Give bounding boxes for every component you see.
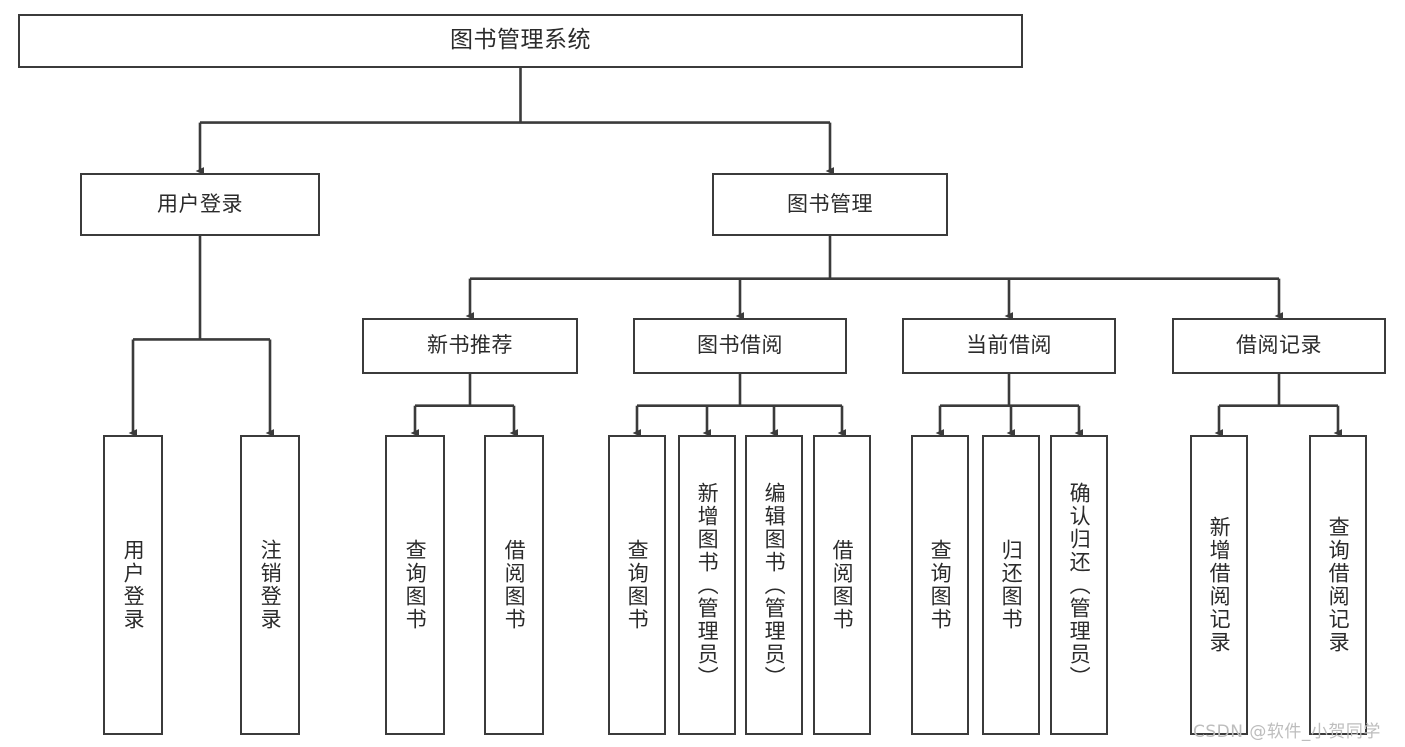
node-label: 新增借阅记录 <box>1207 516 1232 654</box>
node-label: 图书借阅 <box>697 333 783 358</box>
node-label: 注销登录 <box>258 539 283 631</box>
node-label: 借阅图书 <box>830 539 855 631</box>
node-l9[interactable]: 查询图书 <box>911 435 969 735</box>
node-l1[interactable]: 用户登录 <box>103 435 163 735</box>
node-label: 新增图书（管理员） <box>695 481 720 689</box>
node-bookmgmt[interactable]: 图书管理 <box>712 173 948 236</box>
node-label: 借阅记录 <box>1236 333 1322 358</box>
node-login[interactable]: 用户登录 <box>80 173 320 236</box>
node-label: 图书管理 <box>787 191 873 216</box>
node-label: 借阅图书 <box>502 539 527 631</box>
node-l7[interactable]: 编辑图书（管理员） <box>745 435 803 735</box>
node-label: 查询借阅记录 <box>1326 516 1351 654</box>
node-label: 当前借阅 <box>966 333 1052 358</box>
node-label: 用户登录 <box>157 191 243 216</box>
node-root[interactable]: 图书管理系统 <box>18 14 1023 68</box>
node-newbook[interactable]: 新书推荐 <box>362 318 578 374</box>
node-label: 归还图书 <box>999 539 1024 631</box>
node-label: 查询图书 <box>928 539 953 631</box>
node-label: 图书管理系统 <box>450 27 591 54</box>
node-label: 用户登录 <box>121 539 146 631</box>
node-label: 确认归还（管理员） <box>1067 481 1092 689</box>
node-l13[interactable]: 查询借阅记录 <box>1309 435 1367 735</box>
node-l8[interactable]: 借阅图书 <box>813 435 871 735</box>
node-borrow[interactable]: 图书借阅 <box>633 318 847 374</box>
node-l11[interactable]: 确认归还（管理员） <box>1050 435 1108 735</box>
node-current[interactable]: 当前借阅 <box>902 318 1116 374</box>
node-label: 查询图书 <box>403 539 428 631</box>
node-l2[interactable]: 注销登录 <box>240 435 300 735</box>
node-label: 编辑图书（管理员） <box>762 481 787 689</box>
node-l4[interactable]: 借阅图书 <box>484 435 544 735</box>
node-records[interactable]: 借阅记录 <box>1172 318 1386 374</box>
node-l3[interactable]: 查询图书 <box>385 435 445 735</box>
node-label: 查询图书 <box>625 539 650 631</box>
node-l10[interactable]: 归还图书 <box>982 435 1040 735</box>
node-l12[interactable]: 新增借阅记录 <box>1190 435 1248 735</box>
node-label: 新书推荐 <box>427 333 513 358</box>
node-l6[interactable]: 新增图书（管理员） <box>678 435 736 735</box>
node-l5[interactable]: 查询图书 <box>608 435 666 735</box>
